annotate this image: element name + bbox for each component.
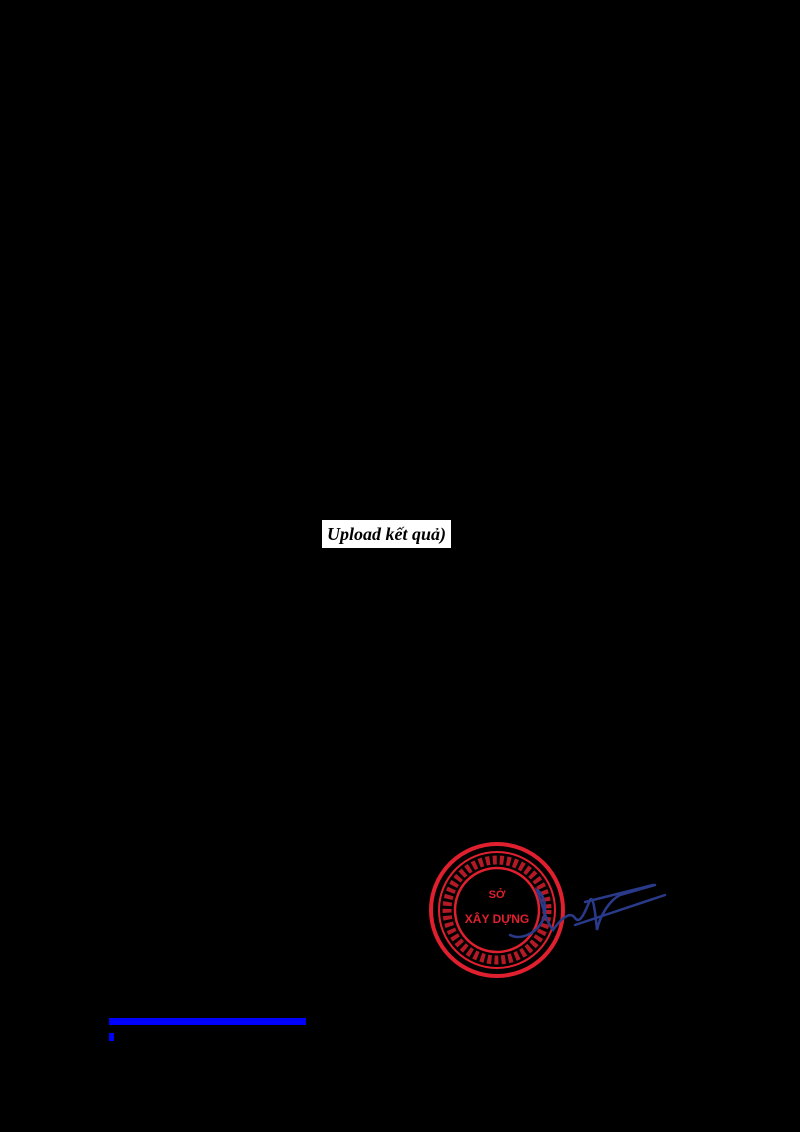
official-stamp-signature: SỞ XÂY DỰNG bbox=[429, 842, 667, 978]
hyperlink-marker[interactable] bbox=[109, 1033, 114, 1041]
caption-text: Upload kết quả) bbox=[327, 523, 446, 544]
hyperlink-underline[interactable] bbox=[109, 1018, 306, 1025]
caption-box: Upload kết quả) bbox=[322, 520, 451, 548]
stamp-top-text: SỞ bbox=[489, 888, 506, 901]
stamp-main-text: XÂY DỰNG bbox=[465, 911, 529, 926]
signature bbox=[508, 883, 667, 939]
stamp-seal bbox=[429, 842, 565, 978]
